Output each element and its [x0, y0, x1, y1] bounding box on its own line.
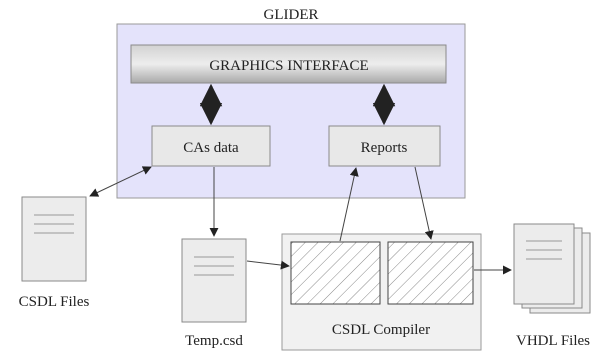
compiler-reports-arrow: [339, 167, 359, 242]
csdl-compiler-label: CSDL Compiler: [332, 322, 430, 338]
cas-data-label: CAs data: [183, 140, 239, 156]
glider-container: GLIDER: [116, 7, 466, 199]
temp-csd-document: Temp.csd: [181, 238, 247, 349]
vhdl-files-stack: VHDL Files: [513, 223, 591, 349]
csdl-compiler-box: CSDL Compiler: [281, 233, 482, 351]
glider-title: GLIDER: [264, 7, 319, 23]
csdl-files-document: CSDL Files: [19, 196, 90, 310]
reports-compiler-arrow: [414, 166, 434, 240]
cas-data-box: CAs data: [151, 125, 271, 167]
graphics-interface-panel: GRAPHICS INTERFACE: [130, 44, 447, 84]
vhdl-files-label: VHDL Files: [516, 333, 590, 349]
cas-csdl-arrow: [89, 166, 152, 197]
compiler-stage-1: [290, 241, 381, 305]
reports-box: Reports: [328, 125, 441, 167]
temp-csd-label: Temp.csd: [185, 333, 243, 349]
graphics-interface-label: GRAPHICS INTERFACE: [209, 58, 368, 74]
csdl-files-label: CSDL Files: [19, 294, 90, 310]
temp-compiler-arrow: [246, 260, 290, 270]
reports-label: Reports: [361, 140, 408, 156]
compiler-stage-2: [387, 241, 474, 305]
